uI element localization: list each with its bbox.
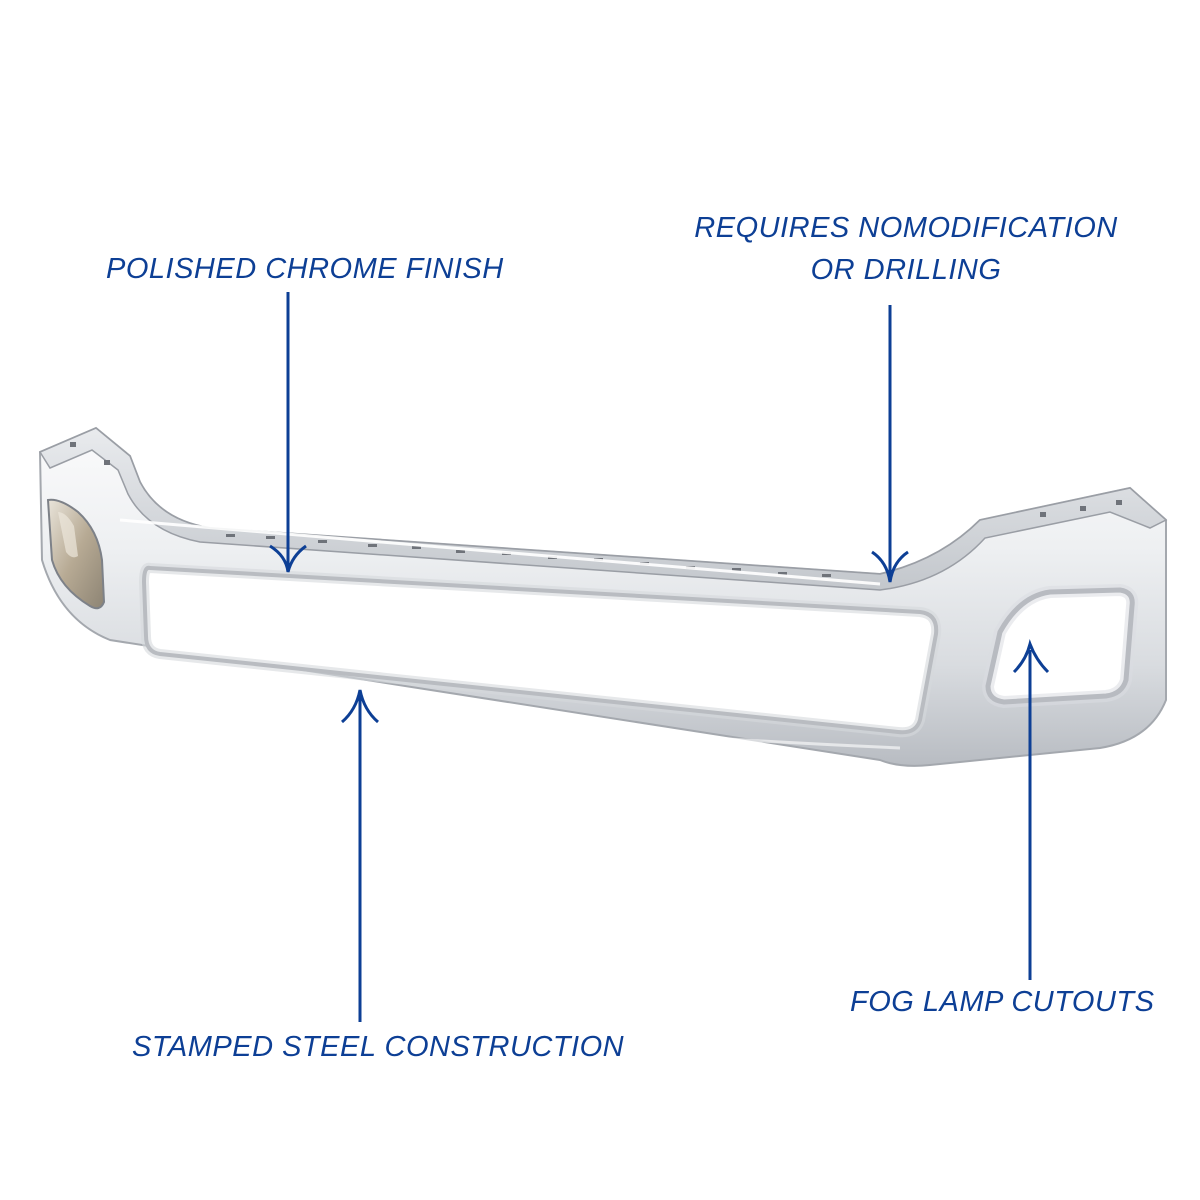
bumper-top-flange <box>38 427 1168 591</box>
chrome-finish-label: POLISHED CHROME FINISH <box>106 253 504 285</box>
no-modification-label: REQUIRES NOMODIFICATION OR DRILLING <box>694 212 1118 286</box>
fog-lamp-arrowhead <box>1012 638 1050 674</box>
fog-lamp-label: FOG LAMP CUTOUTS <box>850 986 1155 1018</box>
steel-construction-arrowhead <box>341 689 379 724</box>
steel-construction-label: STAMPED STEEL CONSTRUCTION <box>132 1031 625 1063</box>
no-modification-arrowhead <box>871 550 909 583</box>
chrome-finish-arrowhead <box>269 544 307 573</box>
callout-pointers <box>269 292 1050 1022</box>
